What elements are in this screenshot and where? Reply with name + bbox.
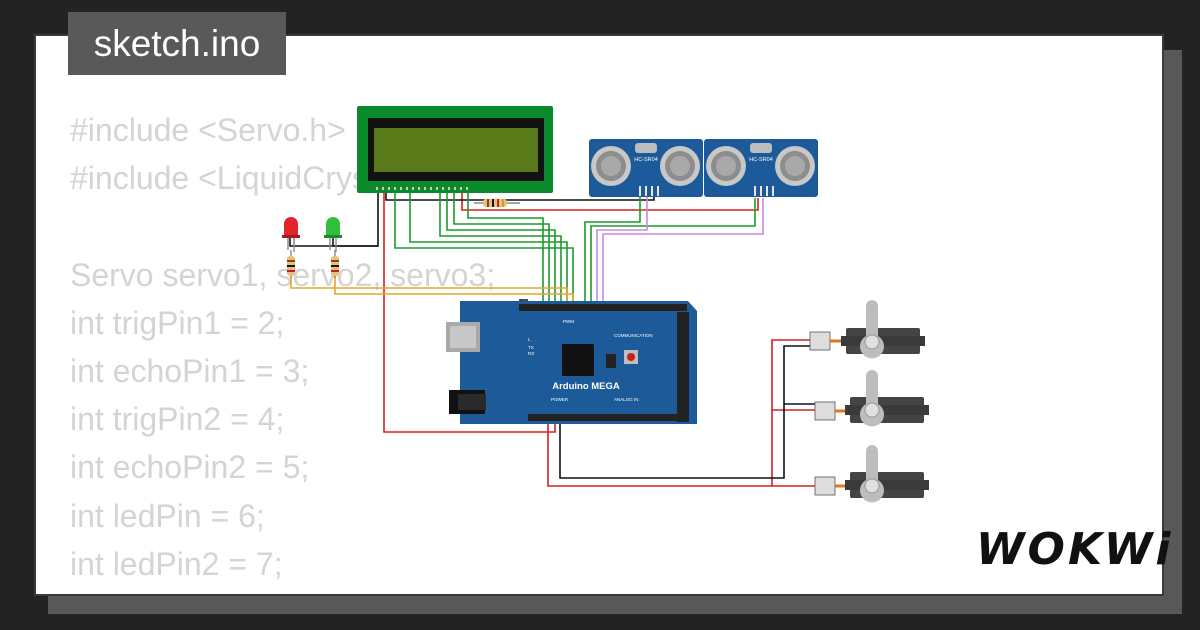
wire-red xyxy=(461,192,759,211)
wire-green xyxy=(409,190,568,305)
code-line: int echoPin2 = 5; xyxy=(70,449,310,486)
wire-red xyxy=(383,190,556,433)
wire-green xyxy=(394,190,574,305)
wire-green xyxy=(453,190,550,305)
code-line: Servo servo1, servo2, servo3; xyxy=(70,256,496,293)
l-label: L xyxy=(528,337,531,342)
wire-green xyxy=(439,190,562,305)
servo-3 xyxy=(814,445,929,503)
resistor-lcd xyxy=(474,199,520,207)
wire-green xyxy=(446,190,556,305)
ultrasonic-sensor-2: HC-SR04 xyxy=(704,139,818,197)
file-name-tab: sketch.ino xyxy=(68,12,286,75)
wokwi-logo: WOKWi xyxy=(976,524,1174,575)
rx-label: RX xyxy=(528,351,534,356)
code-preview: #include <Servo.h> #include <LiquidCryst… xyxy=(70,106,495,588)
code-line: int ledPin2 = 7; xyxy=(70,545,283,582)
code-line: int trigPin1 = 2; xyxy=(70,304,285,341)
code-line: int trigPin2 = 4; xyxy=(70,401,285,438)
code-line: #include <Servo.h> xyxy=(70,112,346,148)
sensor-label: HC-SR04 xyxy=(634,157,658,163)
sensor-label: HC-SR04 xyxy=(749,157,773,163)
power-label: POWER xyxy=(551,397,569,402)
lcd-pins xyxy=(376,187,468,190)
wire-green xyxy=(467,190,544,305)
wire-green xyxy=(584,195,641,305)
pwm-label: PWM xyxy=(563,319,574,324)
wire-violet xyxy=(596,195,648,305)
wires xyxy=(289,190,815,487)
resistor-led-2 xyxy=(331,250,339,278)
wire-black xyxy=(332,238,378,247)
analog-in-label: ANALOG IN xyxy=(614,397,639,402)
servo-1 xyxy=(809,300,925,359)
tx-label: TX xyxy=(528,345,534,350)
wire-violet xyxy=(602,198,764,305)
led-red xyxy=(282,217,300,252)
servo-2 xyxy=(814,370,929,427)
led-green xyxy=(324,217,342,252)
wire-black xyxy=(385,190,655,201)
ultrasonic-sensor-1: HC-SR04 xyxy=(589,139,703,197)
resistor-led-1 xyxy=(287,250,295,278)
wire-orange xyxy=(334,276,574,305)
board-label: Arduino MEGA xyxy=(552,381,620,392)
lcd-display xyxy=(357,106,553,193)
wire-black xyxy=(559,345,810,479)
wire-orange xyxy=(290,276,568,305)
code-line: int ledPin = 6; xyxy=(70,497,265,534)
wire-green xyxy=(590,198,756,305)
code-line: int echoPin1 = 3; xyxy=(70,352,310,389)
arduino-mega-board: Arduino MEGA PWM COMMUNICATION POWER ANA… xyxy=(446,301,697,424)
communication-label: COMMUNICATION xyxy=(614,333,653,338)
